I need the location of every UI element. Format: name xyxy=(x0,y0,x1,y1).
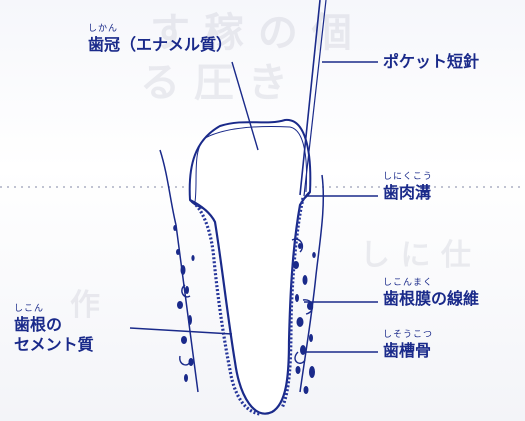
label-bone-text: 歯槽骨 xyxy=(383,341,433,361)
label-probe: ポケット短針 xyxy=(383,52,479,72)
pocket-probe-edge xyxy=(304,0,326,196)
label-cementum-ruby: しこん xyxy=(14,304,94,315)
label-cementum-line1: 歯根の xyxy=(14,315,94,335)
label-sulcus: しにくこう 歯肉溝 xyxy=(383,172,433,203)
label-ligament-text: 歯根膜の線維 xyxy=(383,289,479,309)
label-cementum-line2: セメント質 xyxy=(14,335,94,355)
label-sulcus-ruby: しにくこう xyxy=(383,172,433,183)
label-crown-ruby: しかん xyxy=(88,24,232,35)
label-crown-text: 歯冠（エナメル質） xyxy=(88,35,232,55)
label-ligament-ruby: しこんまく xyxy=(383,278,479,289)
label-bone-ruby: しそうこつ xyxy=(383,330,433,341)
label-sulcus-text: 歯肉溝 xyxy=(383,183,433,203)
label-ligament: しこんまく 歯根膜の線維 xyxy=(383,278,479,309)
label-crown: しかん 歯冠（エナメル質） xyxy=(88,24,232,55)
label-bone: しそうこつ 歯槽骨 xyxy=(383,330,433,361)
label-cementum: しこん 歯根の セメント質 xyxy=(14,304,94,355)
label-probe-text: ポケット短針 xyxy=(383,52,479,72)
leader-cementum xyxy=(130,328,232,334)
